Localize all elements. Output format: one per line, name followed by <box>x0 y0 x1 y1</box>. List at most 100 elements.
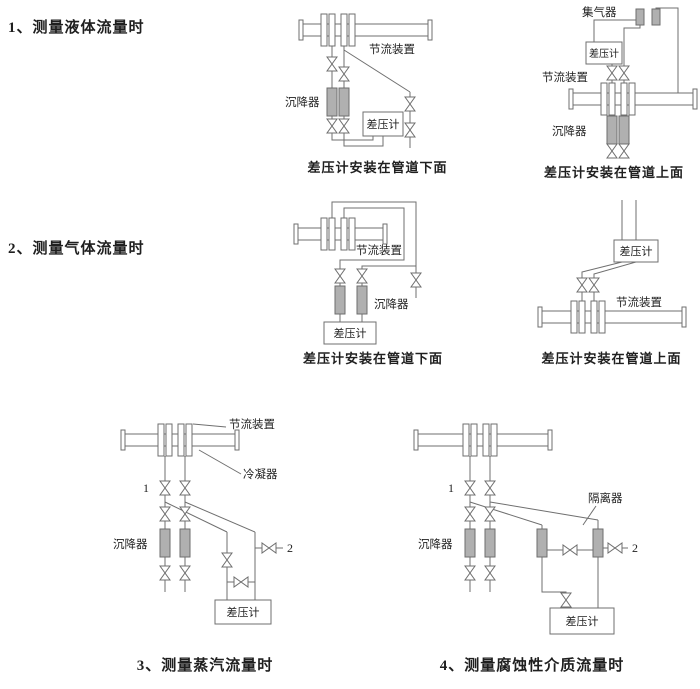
gas-collector-icon <box>651 8 661 26</box>
valve-icon <box>326 118 338 134</box>
pipe-end <box>568 88 574 110</box>
valve-icon <box>326 56 338 72</box>
pipe-with-throttle <box>298 13 433 47</box>
valve-icon <box>618 143 630 159</box>
valve-icon <box>464 480 476 496</box>
valve-icon <box>179 565 191 581</box>
diff-pressure-gauge: 差压计 <box>323 321 377 345</box>
settler-icon <box>338 87 350 117</box>
valve-icon <box>560 592 572 608</box>
settler-icon <box>618 115 630 145</box>
valve-icon <box>484 480 496 496</box>
gauge-label: 差压计 <box>620 244 653 258</box>
pipe-end <box>547 429 553 451</box>
valve-icon <box>484 506 496 522</box>
gauge-box <box>613 239 659 263</box>
settler-icon <box>356 285 368 315</box>
valve-icon <box>404 122 416 138</box>
caption-1b: 差压计安装在管道上面 <box>543 165 684 180</box>
valve-icon <box>356 268 368 284</box>
tap-number-1: 1 <box>143 481 149 495</box>
pipe-end <box>692 88 698 110</box>
settler-label: 沉降器 <box>285 95 320 109</box>
isolator-icon <box>592 528 604 558</box>
throttle-label: 节流装置 <box>542 70 588 84</box>
impulse-lines <box>331 201 417 322</box>
valve-icon <box>410 272 422 288</box>
gauge-box <box>362 111 404 137</box>
valve-icon <box>159 565 171 581</box>
pipe-end <box>293 223 299 245</box>
settler-icon <box>179 528 191 558</box>
pipe-with-throttle <box>120 423 240 457</box>
caption-corrosive: 4、测量腐蚀性介质流量时 <box>439 658 625 674</box>
caption-steam: 3、测量蒸汽流量时 <box>136 658 274 674</box>
condenser-label: 冷凝器 <box>243 467 278 481</box>
diagram-corrosive: 差压计 隔离器 沉降器 1 2 <box>413 423 638 635</box>
diagram-steam: 差压计 节流装置 冷凝器 沉降器 1 2 <box>113 417 293 625</box>
gauge-label: 差压计 <box>227 605 260 619</box>
pipe-with-throttle <box>537 300 687 334</box>
valve-icon <box>334 268 346 284</box>
diff-pressure-gauge: 差压计 <box>585 41 623 65</box>
diff-pressure-gauge: 差压计 <box>214 599 272 625</box>
settler-icon <box>326 87 338 117</box>
impulse-lines <box>581 200 637 301</box>
gas-collector-icon <box>635 8 645 26</box>
diff-pressure-gauge: 差压计 <box>362 111 404 137</box>
diagram-gas-gauge-above: 差压计 节流装置 <box>537 200 687 334</box>
gas-collector-label: 集气器 <box>582 5 617 19</box>
valve-icon <box>576 277 588 293</box>
settler-icon <box>606 115 618 145</box>
valve-icon <box>464 565 476 581</box>
gauge-label: 差压计 <box>334 326 367 340</box>
diagram-liquid-gauge-below: 差压计 节流装置 沉降器 <box>285 13 433 148</box>
valve-icon <box>464 506 476 522</box>
pipe-end <box>413 429 419 451</box>
throttle-label: 节流装置 <box>356 243 402 257</box>
diff-pressure-gauge: 差压计 <box>549 607 615 635</box>
valve-icon <box>338 66 350 82</box>
throttle-label: 节流装置 <box>369 42 415 56</box>
pipe-end <box>234 429 240 451</box>
throttle-label: 节流装置 <box>229 417 275 431</box>
valve-icon <box>221 552 233 568</box>
gauge-box <box>323 321 377 345</box>
settler-icon <box>334 285 346 315</box>
tap-number-2: 2 <box>287 541 293 555</box>
pipe-end <box>427 19 433 41</box>
label-leader-lines <box>582 505 597 526</box>
section-title-liquid: 1、测量液体流量时 <box>8 20 145 36</box>
pipe-with-throttle <box>293 217 388 251</box>
valve-icon <box>179 480 191 496</box>
valve-icon <box>606 143 618 159</box>
throttle-label: 节流装置 <box>616 295 662 309</box>
pipe-end <box>382 223 388 245</box>
valve-icon <box>338 118 350 134</box>
impulse-lines <box>469 456 628 608</box>
valve-icon <box>484 565 496 581</box>
diff-pressure-gauge: 差压计 <box>613 239 659 263</box>
label-leader-lines <box>192 423 242 475</box>
caption-2b: 差压计安装在管道上面 <box>541 351 682 366</box>
gauge-label: 差压计 <box>566 614 599 628</box>
impulse-lines <box>164 456 283 600</box>
pipe-end <box>298 19 304 41</box>
settler-icon <box>484 528 496 558</box>
equalizer-valve-icon <box>233 576 249 588</box>
valve-icon <box>618 65 630 81</box>
settler-label: 沉降器 <box>113 537 148 551</box>
gauge-label: 差压计 <box>367 117 400 131</box>
valve-icon <box>607 542 623 554</box>
section-title-gas: 2、测量气体流量时 <box>8 241 145 257</box>
valve-icon <box>179 506 191 522</box>
caption-2a: 差压计安装在管道下面 <box>302 351 443 366</box>
valve-icon <box>159 506 171 522</box>
gauge-box <box>549 607 615 635</box>
tap-number-2: 2 <box>632 541 638 555</box>
isolator-icon <box>536 528 548 558</box>
pipe-with-throttle <box>413 423 553 457</box>
equalizer-valve-icon <box>562 544 578 556</box>
pipe-end <box>120 429 126 451</box>
